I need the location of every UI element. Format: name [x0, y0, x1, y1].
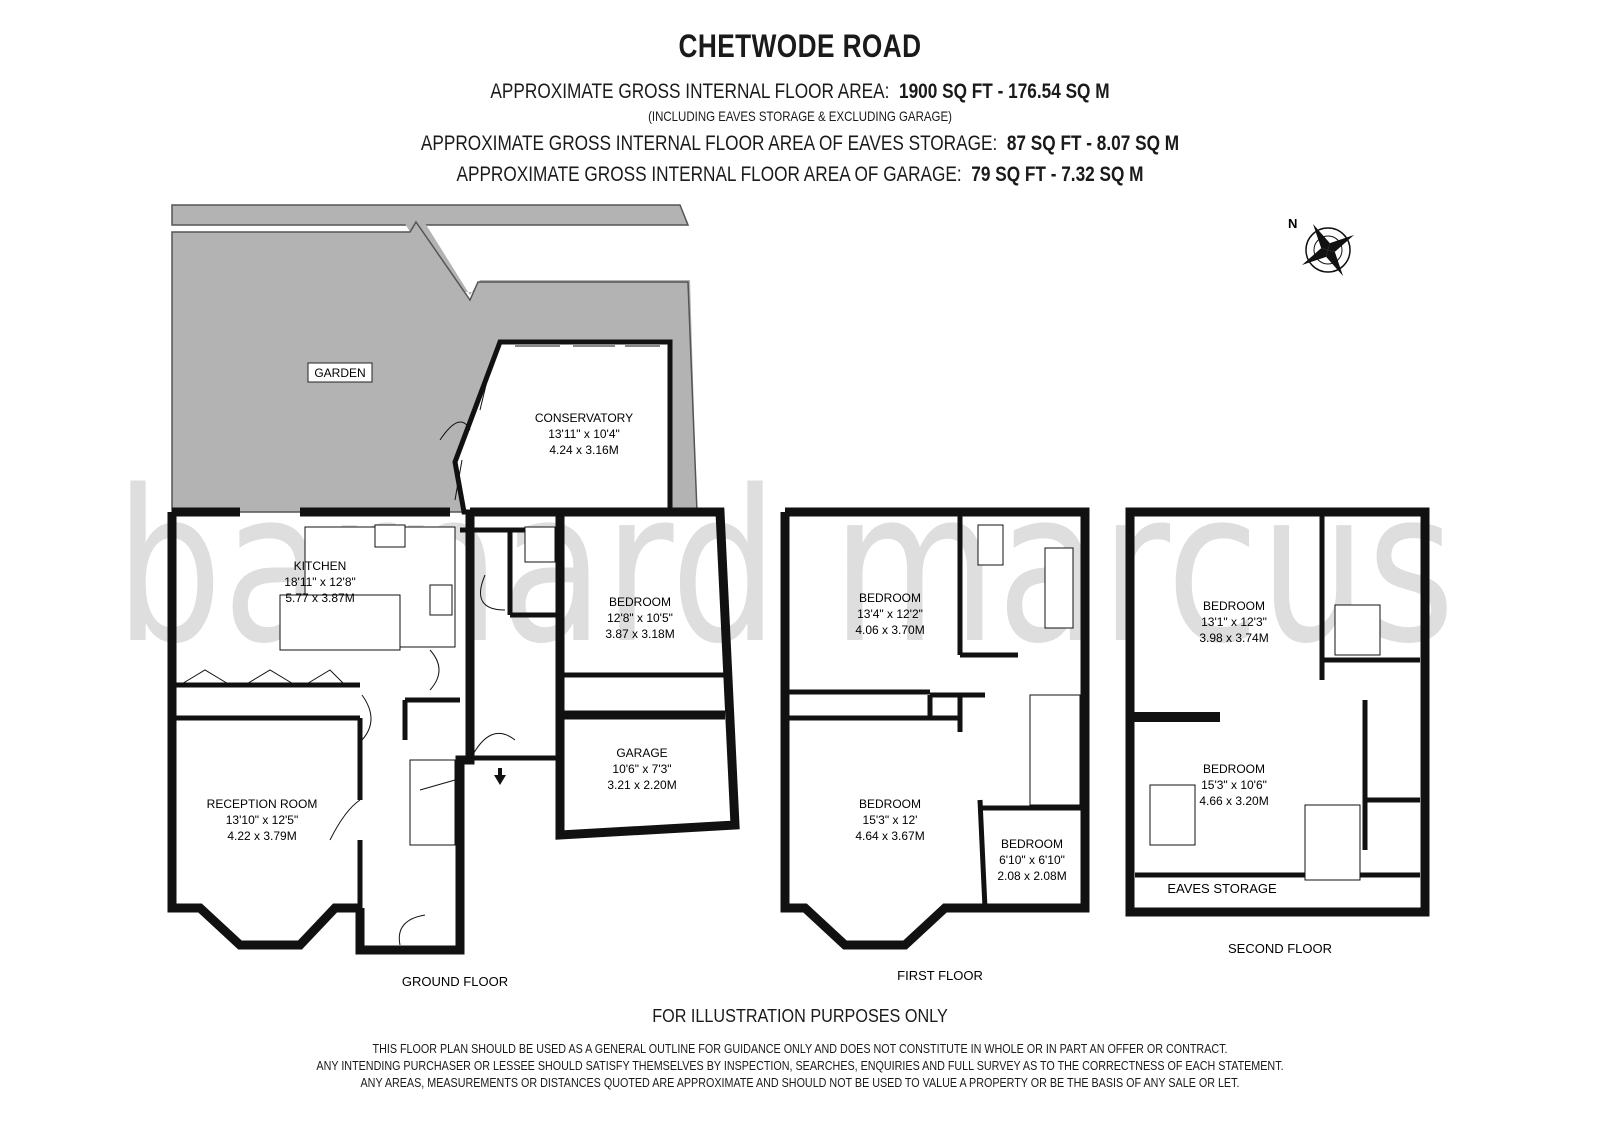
- total-area-value: 1900 SQ FT - 176.54 SQ M: [899, 80, 1110, 103]
- sf-bedroom2-metric: 4.66 x 3.20M: [1199, 794, 1268, 808]
- second-floor-label: SECOND FLOOR: [1228, 941, 1332, 956]
- ff-bedroom3-metric: 2.08 x 2.08M: [997, 869, 1066, 883]
- sf-bedroom1-name: BEDROOM: [1203, 599, 1265, 613]
- sf-bedroom1-metric: 3.98 x 3.74M: [1199, 631, 1268, 645]
- total-area-label: APPROXIMATE GROSS INTERNAL FLOOR AREA:: [490, 80, 890, 103]
- gf-bedroom-imperial: 12'8" x 10'5": [607, 611, 673, 625]
- first-floor-label: FIRST FLOOR: [897, 968, 983, 983]
- kitchen-imperial: 18'11" x 12'8": [284, 575, 356, 589]
- eaves-storage-label: EAVES STORAGE: [1167, 881, 1277, 896]
- sf-bedroom2-imperial: 15'3" x 10'6": [1201, 778, 1267, 792]
- first-floor-plan: BEDROOM 13'4" x 12'2" 4.06 x 3.70M BEDRO…: [780, 507, 1090, 983]
- conservatory-name: CONSERVATORY: [535, 411, 633, 425]
- conservatory-imperial: 13'11" x 10'4": [548, 427, 620, 441]
- compass-north-label: N: [1288, 216, 1297, 231]
- ff-bedroom2-metric: 4.64 x 3.67M: [855, 829, 924, 843]
- eaves-area-label: APPROXIMATE GROSS INTERNAL FLOOR AREA OF…: [420, 132, 998, 155]
- gf-bedroom-name: BEDROOM: [609, 595, 671, 609]
- reception-imperial: 13'10" x 12'5": [226, 813, 299, 827]
- ff-bedroom1-name: BEDROOM: [859, 591, 921, 605]
- garage-area-line: APPROXIMATE GROSS INTERNAL FLOOR AREA OF…: [144, 163, 1456, 187]
- garage-name: GARAGE: [616, 746, 667, 760]
- ff-bedroom2-imperial: 15'3" x 12': [863, 813, 918, 827]
- ff-bedroom3-imperial: 6'10" x 6'10": [999, 853, 1065, 867]
- ff-bedroom1-metric: 4.06 x 3.70M: [855, 623, 924, 637]
- disclaimer-line-3: ANY AREAS, MEASUREMENTS OR DISTANCES QUO…: [360, 1076, 1240, 1090]
- second-floor-plan: BEDROOM 13'1" x 12'3" 3.98 x 3.74M BEDRO…: [1125, 507, 1430, 956]
- reception-metric: 4.22 x 3.79M: [227, 829, 296, 843]
- kitchen-name: KITCHEN: [294, 559, 347, 573]
- kitchen-metric: 5.77 x 3.87M: [285, 591, 354, 605]
- eaves-area-line: APPROXIMATE GROSS INTERNAL FLOOR AREA OF…: [144, 132, 1456, 156]
- garage-imperial: 10'6" x 7'3": [612, 762, 671, 776]
- conservatory-metric: 4.24 x 3.16M: [549, 443, 618, 457]
- disclaimer-line-2: ANY INTENDING PURCHASER OR LESSEE SHOULD…: [316, 1059, 1284, 1073]
- reception-name: RECEPTION ROOM: [207, 797, 318, 811]
- sf-bedroom1-imperial: 13'1" x 12'3": [1201, 615, 1267, 629]
- disclaimer-line-1: THIS FLOOR PLAN SHOULD BE USED AS A GENE…: [372, 1042, 1228, 1056]
- gf-bedroom-metric: 3.87 x 3.18M: [605, 627, 674, 641]
- ff-bedroom3-name: BEDROOM: [1001, 837, 1063, 851]
- sf-bedroom2-name: BEDROOM: [1203, 762, 1265, 776]
- compass-rose-icon: N: [1288, 216, 1354, 276]
- eaves-area-value: 87 SQ FT - 8.07 SQ M: [1006, 132, 1180, 155]
- ff-bedroom2-name: BEDROOM: [859, 797, 921, 811]
- ground-floor-label: GROUND FLOOR: [402, 974, 508, 989]
- total-area-line: APPROXIMATE GROSS INTERNAL FLOOR AREA: 1…: [144, 80, 1456, 104]
- ff-bedroom1-imperial: 13'4" x 12'2": [857, 607, 923, 621]
- illustration-notice: FOR ILLUSTRATION PURPOSES ONLY: [652, 1006, 948, 1026]
- ground-floor-plan: KITCHEN 18'11" x 12'8" 5.77 x 3.87M BEDR…: [167, 507, 740, 989]
- entrance-arrow-icon: [494, 768, 506, 785]
- plan-title: CHETWODE ROAD: [678, 28, 922, 64]
- garden-label: GARDEN: [314, 366, 365, 380]
- conservatory: CONSERVATORY 13'11" x 10'4" 4.24 x 3.16M: [439, 339, 673, 515]
- garage-area-value: 79 SQ FT - 7.32 SQ M: [971, 163, 1144, 186]
- garage-metric: 3.21 x 2.20M: [607, 778, 676, 792]
- garage-area-label: APPROXIMATE GROSS INTERNAL FLOOR AREA OF…: [456, 163, 962, 186]
- total-area-note: (INCLUDING EAVES STORAGE & EXCLUDING GAR…: [648, 108, 952, 124]
